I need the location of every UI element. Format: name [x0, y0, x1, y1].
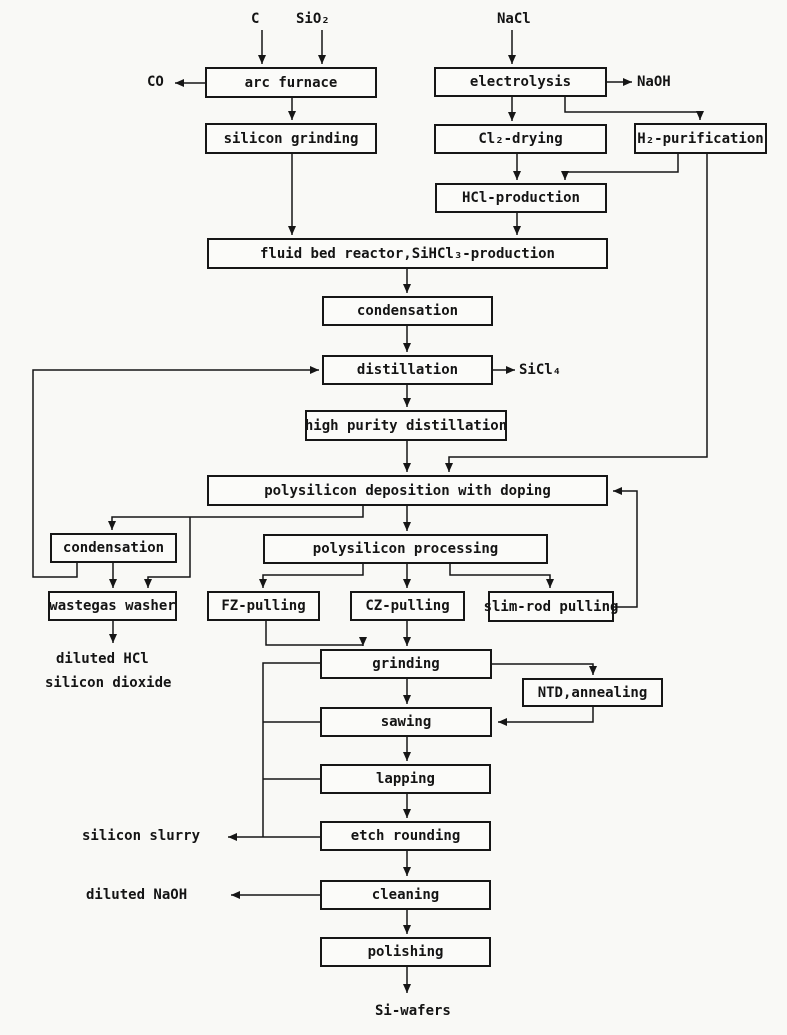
edge-processing-slimrod: [449, 564, 554, 588]
node-lapping: lapping: [320, 764, 491, 794]
edge-h2purification-hclproduction: [561, 154, 679, 180]
edge-slimrod-deposition: [613, 487, 638, 608]
label-co-output: CO: [147, 74, 164, 90]
node-condensation-recovery: condensation: [50, 533, 177, 563]
node-cz-pulling: CZ-pulling: [350, 591, 465, 621]
label-si-wafers-output: Si-wafers: [375, 1003, 451, 1019]
node-hcl-production: HCl-production: [435, 183, 607, 213]
edge-grinding-ntd: [492, 663, 597, 675]
node-polishing: polishing: [320, 937, 491, 967]
edge-ntd-sawing: [498, 707, 594, 726]
edge-electrolysis-h2purification: [564, 97, 704, 120]
node-condensation: condensation: [322, 296, 493, 326]
edge-deposition-wastegas: [144, 517, 191, 588]
label-sicl4-output: SiCl₄: [519, 362, 562, 378]
edge-grinding-slurryrail: [262, 662, 320, 837]
edge-deposition-condensationleft: [108, 506, 364, 530]
edge-processing-fzpulling: [259, 564, 364, 588]
label-diluted-hcl-output: diluted HCl: [56, 651, 149, 667]
node-polysilicon-processing: polysilicon processing: [263, 534, 548, 564]
node-silicon-grinding: silicon grinding: [205, 123, 377, 154]
node-wastegas-washer: wastegas washer: [48, 591, 177, 621]
label-sio2-input: SiO₂: [296, 11, 330, 27]
edge-fzpulling-grinding: [265, 621, 367, 646]
node-cl2-drying: Cl₂-drying: [434, 124, 607, 154]
label-silicon-slurry-output: silicon slurry: [82, 828, 201, 844]
node-high-purity-distillation: high purity distillation: [305, 410, 507, 441]
label-naoh-output: NaOH: [637, 74, 671, 90]
node-slim-rod-pulling: slim-rod pulling: [484, 591, 618, 622]
edge-h2purification-deposition: [445, 154, 708, 472]
node-electrolysis: electrolysis: [434, 67, 607, 97]
label-diluted-naoh-output: diluted NaOH: [86, 887, 188, 903]
node-ntd-annealing: NTD,annealing: [522, 678, 663, 707]
node-cleaning: cleaning: [320, 880, 491, 910]
node-polysilicon-deposition: polysilicon deposition with doping: [207, 475, 608, 506]
node-distillation: distillation: [322, 355, 493, 385]
label-nacl-input: NaCl: [497, 11, 531, 27]
edge-condensationleft-distillation: [32, 366, 319, 578]
node-grinding: grinding: [320, 649, 492, 679]
node-fz-pulling: FZ-pulling: [207, 591, 320, 621]
label-silicon-dioxide-output: silicon dioxide: [45, 675, 172, 691]
node-etch-rounding: etch rounding: [320, 821, 491, 851]
node-sawing: sawing: [320, 707, 492, 737]
node-h2-purification: H₂-purification: [634, 123, 767, 154]
node-arc-furnace: arc furnace: [205, 67, 377, 98]
label-carbon-input: C: [251, 11, 260, 27]
node-fluid-bed-reactor: fluid bed reactor,SiHCl₃-production: [207, 238, 608, 269]
